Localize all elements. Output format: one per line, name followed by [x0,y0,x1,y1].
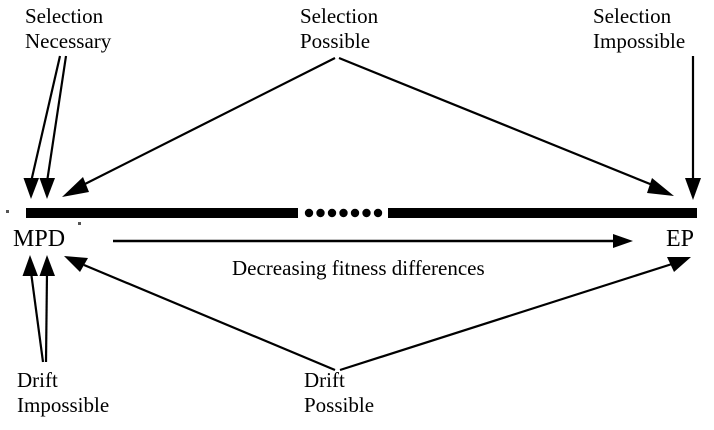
spectrum-bar-right-solid-segment [388,208,697,218]
arrow-drift-possible-left [64,256,336,372]
label-endpoint-ep: EP [666,226,695,252]
label-endpoint-mpd: MPD [13,226,66,252]
label-drift-possible: Drift Possible [304,368,375,417]
label-selection-impossible: Selection Impossible [593,4,686,53]
label-selection-possible: Selection Possible [300,4,379,53]
arrow-decreasing-fitness-differences [113,234,633,248]
arrow-drift-possible-right [339,257,691,372]
arrow-selection-possible-left [62,57,336,197]
arrow-drift-impossible-b [39,255,55,363]
arrow-selection-impossible [685,56,701,200]
spectrum-bar-dotted-segment [304,208,383,218]
arrow-selection-necessary-a [23,55,62,199]
scan-speck-marks [6,210,81,225]
label-drift-impossible: Drift Impossible [17,368,110,417]
arrow-selection-necessary-b [39,55,68,199]
label-decreasing-fitness-differences: Decreasing fitness differences [232,256,485,280]
label-selection-necessary: Selection Necessary [25,4,112,53]
spectrum-bar-left-solid-segment [26,208,298,218]
spectrum-bar [26,208,697,218]
arrow-selection-possible-right [338,56,674,196]
arrow-drift-impossible-a [22,255,45,363]
